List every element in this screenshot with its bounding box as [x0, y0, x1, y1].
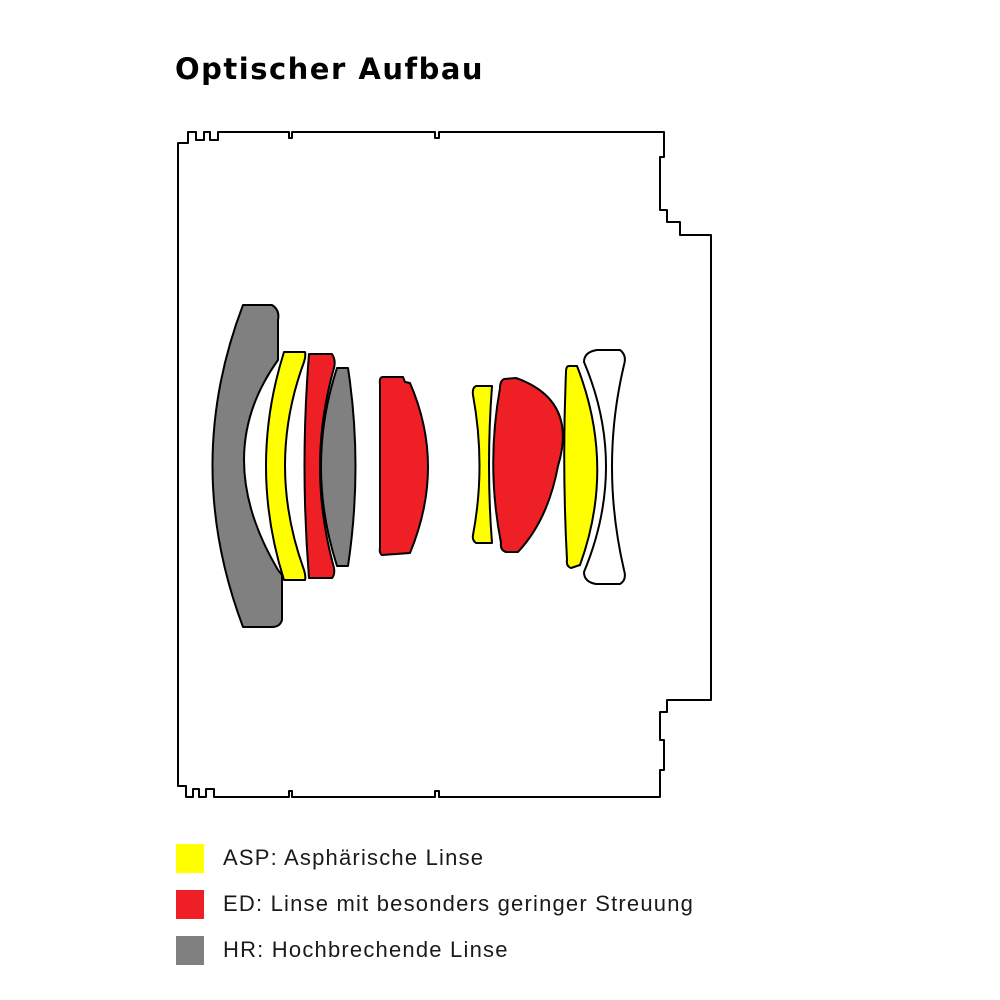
legend-swatch-asp: [176, 843, 204, 873]
legend-item-asp: ASP: Asphärische Linse: [176, 835, 694, 881]
page-title: Optischer Aufbau: [175, 52, 485, 86]
legend-label-ed: ED: Linse mit besonders geringer Streuun…: [223, 891, 695, 916]
legend-swatch-ed: [176, 889, 204, 919]
legend: ASP: Asphärische Linse ED: Linse mit bes…: [176, 835, 694, 973]
legend-item-hr: HR: Hochbrechende Linse: [176, 927, 694, 973]
lens-element-3: [303, 353, 336, 579]
legend-label-asp: ASP: Asphärische Linse: [223, 845, 485, 870]
lens-element-6: [471, 385, 493, 544]
lens-element-5: [378, 376, 429, 556]
legend-swatch-hr: [176, 935, 204, 965]
lens-element-2: [265, 351, 307, 581]
lens-barrel-outline: [177, 131, 712, 798]
legend-label-hr: HR: Hochbrechende Linse: [223, 937, 509, 962]
lens-element-4: [320, 367, 357, 567]
lens-element-7: [492, 377, 564, 553]
legend-item-ed: ED: Linse mit besonders geringer Streuun…: [176, 881, 694, 927]
lens-element-1: [211, 304, 283, 628]
lens-element-8: [563, 365, 599, 569]
lens-element-9: [583, 349, 626, 585]
